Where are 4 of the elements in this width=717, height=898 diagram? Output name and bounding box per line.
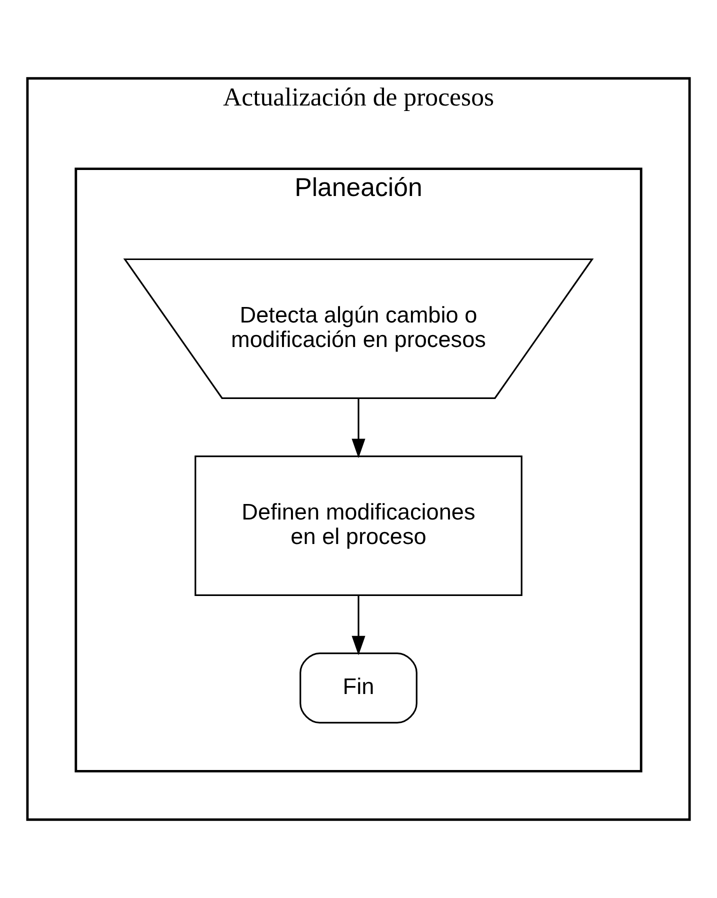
arrow	[352, 398, 366, 458]
node-box: Fin	[300, 652, 418, 724]
node-box: Definen modificaciones en el proceso	[194, 455, 522, 596]
arrow	[352, 595, 366, 656]
